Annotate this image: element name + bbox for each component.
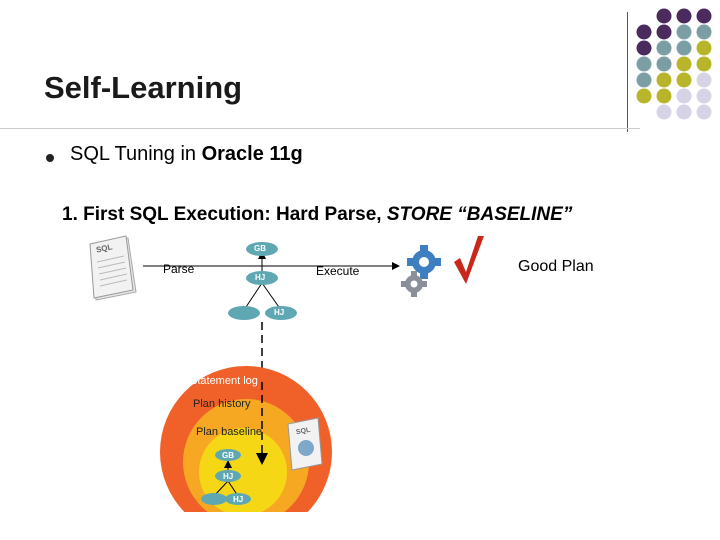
decorative-dot — [636, 88, 652, 104]
step-heading: 1. First SQL Execution: Hard Parse, STOR… — [62, 204, 572, 226]
ring-mask — [150, 512, 350, 540]
decorative-dot — [656, 72, 672, 88]
checkmark-icon — [454, 236, 484, 284]
decorative-dot — [676, 72, 692, 88]
baseline-node-gb — [215, 449, 241, 461]
baseline-hj-upper-label: HJ — [223, 472, 234, 481]
statement-log-label: Statement log — [190, 375, 258, 387]
decorative-dot — [676, 8, 692, 24]
vertical-divider — [627, 12, 628, 132]
decorative-dot — [656, 56, 672, 72]
step-main: 1. First SQL Execution: Hard Parse, — [62, 204, 387, 225]
bullet-marker — [46, 154, 54, 162]
plan-history-label: Plan history — [193, 398, 251, 410]
decorative-dot — [656, 88, 672, 104]
node-gb-label: GB — [254, 244, 266, 253]
decorative-dot — [696, 72, 712, 88]
step-italic: STORE “BASELINE” — [386, 204, 573, 225]
decorative-dot — [656, 24, 672, 40]
node-hj-upper — [246, 271, 278, 285]
decorative-dot — [676, 24, 692, 40]
decorative-dot — [656, 40, 672, 56]
bullet-item: SQL Tuning in Oracle 11g — [70, 143, 303, 166]
decorative-dot — [676, 40, 692, 56]
gear-icon — [401, 245, 441, 297]
decorative-dot — [676, 56, 692, 72]
node-hj-lower — [265, 306, 297, 320]
parse-label: Parse — [163, 262, 195, 276]
node-hj-lower-label: HJ — [274, 308, 285, 317]
decorative-dot — [696, 104, 712, 120]
good-plan-label: Good Plan — [518, 258, 594, 275]
execute-label: Execute — [316, 264, 360, 278]
decorative-dot — [636, 24, 652, 40]
decorative-dot — [696, 56, 712, 72]
decorative-dot — [636, 72, 652, 88]
baseline-node-hj-upper — [215, 470, 241, 482]
slide-title: Self-Learning — [44, 70, 243, 105]
baseline-hj-lower-label: HJ — [233, 495, 244, 504]
decorative-dot — [696, 88, 712, 104]
decorative-dot — [696, 40, 712, 56]
sql-document-icon — [89, 235, 137, 301]
baseline-node-leaf — [201, 493, 227, 505]
baseline-node-hj-lower — [225, 493, 251, 505]
decorative-dot — [656, 104, 672, 120]
tree-edge — [243, 282, 263, 311]
tree-edge — [261, 282, 282, 311]
decorative-dot — [636, 56, 652, 72]
bullet-bold: Oracle 11g — [201, 143, 303, 165]
decorative-dot — [696, 24, 712, 40]
node-hj-upper-label: HJ — [255, 273, 266, 282]
decorative-dot — [636, 40, 652, 56]
plan-baseline-label: Plan baseline — [196, 426, 263, 438]
decorative-dot — [676, 104, 692, 120]
title-underline — [0, 128, 640, 129]
node-gb — [246, 242, 278, 256]
node-leaf-left — [228, 306, 260, 320]
decorative-dot-grid — [636, 8, 712, 120]
decorative-dot — [676, 88, 692, 104]
decorative-dot — [696, 8, 712, 24]
sql-small-icon — [287, 417, 323, 471]
decorative-dot — [656, 8, 672, 24]
baseline-gb-label: GB — [222, 451, 234, 460]
bullet-prefix: SQL Tuning in — [70, 143, 202, 165]
